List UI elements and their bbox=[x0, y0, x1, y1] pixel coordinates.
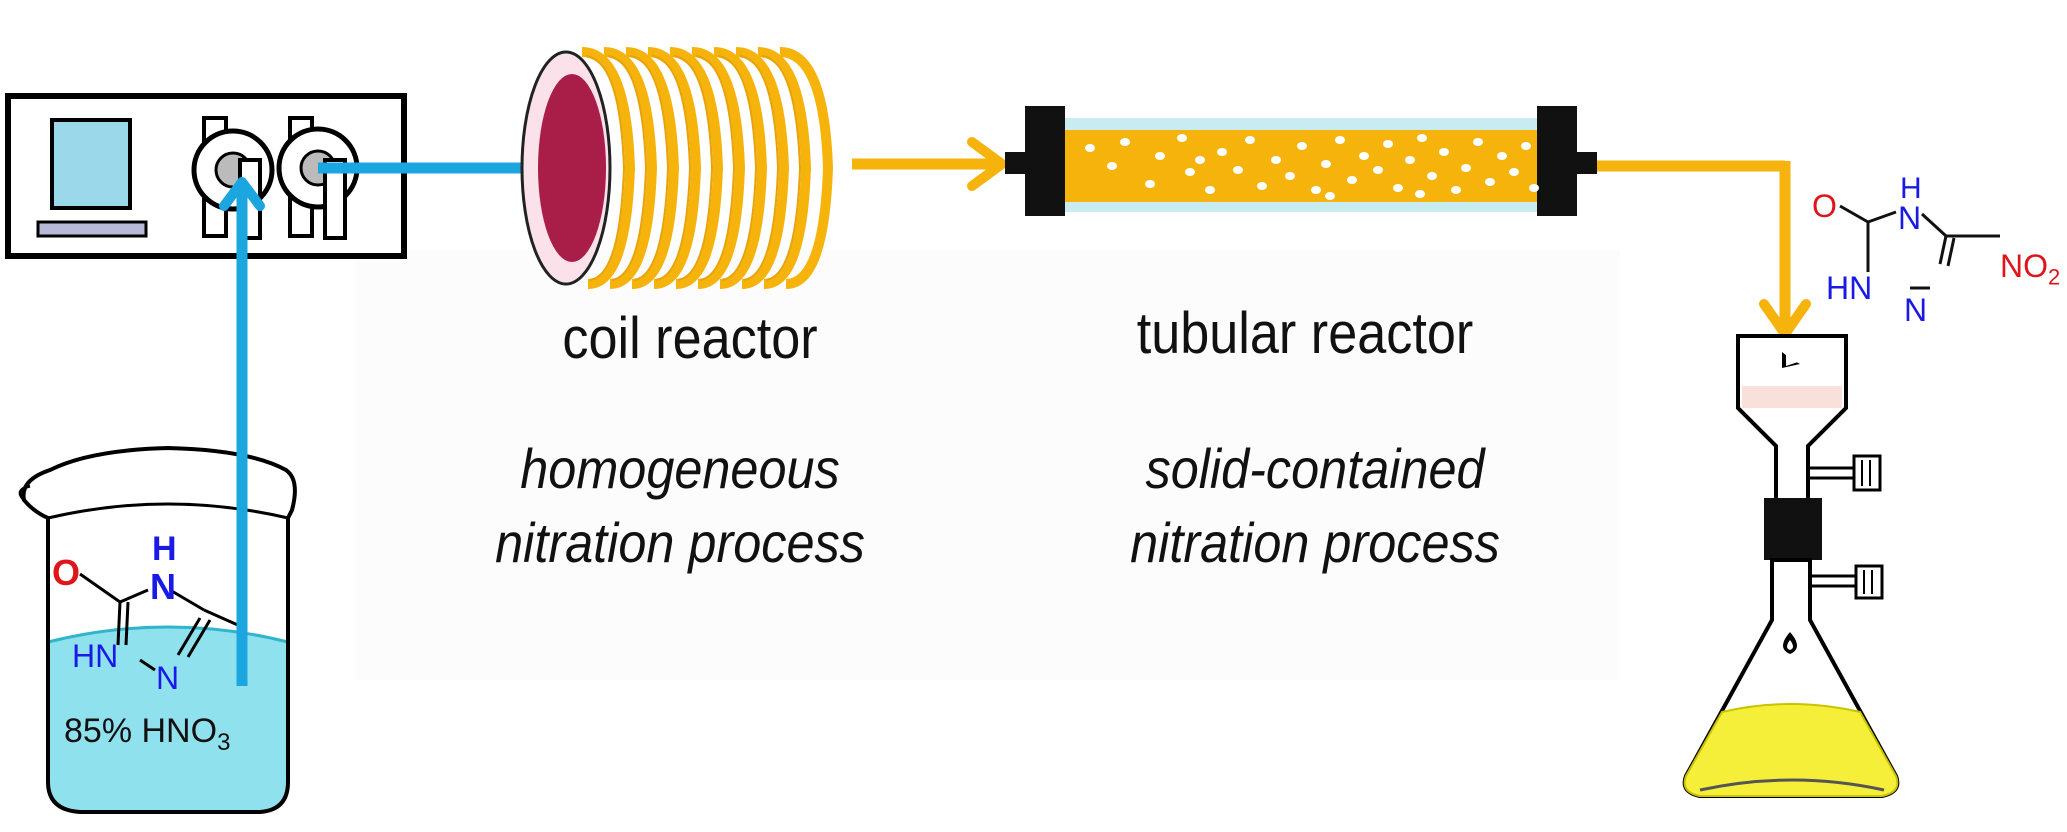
solid-line-2: nitration process bbox=[1130, 511, 1500, 574]
solid-process-label: solid-contained nitration process bbox=[1108, 432, 1522, 580]
transfer-line bbox=[852, 137, 1007, 191]
tubular-reactor-packing bbox=[1062, 130, 1552, 202]
flask-liquid bbox=[1683, 703, 1899, 797]
nitro-subscript: 2 bbox=[2048, 264, 2061, 290]
coil-reactor-face bbox=[538, 74, 606, 262]
reagent-subscript: 3 bbox=[217, 728, 231, 756]
solid-particles bbox=[1085, 134, 1539, 200]
pump-keypad bbox=[36, 220, 148, 238]
solid-line-1: solid-contained bbox=[1145, 437, 1485, 500]
reagent-text: 85% HNO bbox=[64, 712, 218, 750]
beaker-atom-n-bottom: N bbox=[156, 660, 180, 696]
background-panel bbox=[355, 250, 1620, 680]
coil-reactor-label: coil reactor bbox=[562, 306, 818, 371]
product-atom-hn: HN bbox=[1826, 270, 1873, 306]
beaker-atom-n-top: N bbox=[150, 566, 176, 607]
tubular-reactor-cap-left bbox=[1025, 106, 1065, 216]
homogeneous-line-1: homogeneous bbox=[520, 437, 840, 500]
coil-reactor bbox=[520, 47, 834, 289]
stopper bbox=[1764, 498, 1822, 560]
nitro-text: NO bbox=[2000, 248, 2048, 284]
filter-flask bbox=[1682, 334, 1900, 798]
filter-cake bbox=[1742, 386, 1842, 408]
product-atom-h: H bbox=[1900, 172, 1922, 205]
transfer-arrowhead bbox=[967, 137, 1007, 191]
tubular-reactor bbox=[1005, 106, 1597, 216]
beaker-reagent-label: 85% HNO3 bbox=[64, 712, 230, 757]
outlet-line bbox=[1597, 160, 1811, 339]
beaker-atom-h: H bbox=[152, 530, 177, 568]
tubular-reactor-cap-right bbox=[1537, 106, 1577, 216]
beaker-atom-o: O bbox=[52, 552, 81, 593]
homogeneous-process-label: homogeneous nitration process bbox=[473, 432, 887, 580]
beaker-atom-hn: HN bbox=[72, 638, 119, 674]
homogeneous-line-2: nitration process bbox=[495, 511, 865, 574]
product-nitro-group: NO2 bbox=[2000, 248, 2060, 290]
pump-unit bbox=[5, 93, 407, 259]
product-molecule-bonds bbox=[1839, 204, 2000, 290]
product-atom-o: O bbox=[1812, 188, 1837, 224]
pump-screen bbox=[50, 118, 132, 210]
product-atom-n-top: N bbox=[1898, 200, 1922, 236]
beaker bbox=[18, 445, 297, 814]
product-atom-n-bottom: N bbox=[1904, 292, 1928, 328]
tubular-reactor-label: tubular reactor bbox=[1136, 301, 1474, 366]
